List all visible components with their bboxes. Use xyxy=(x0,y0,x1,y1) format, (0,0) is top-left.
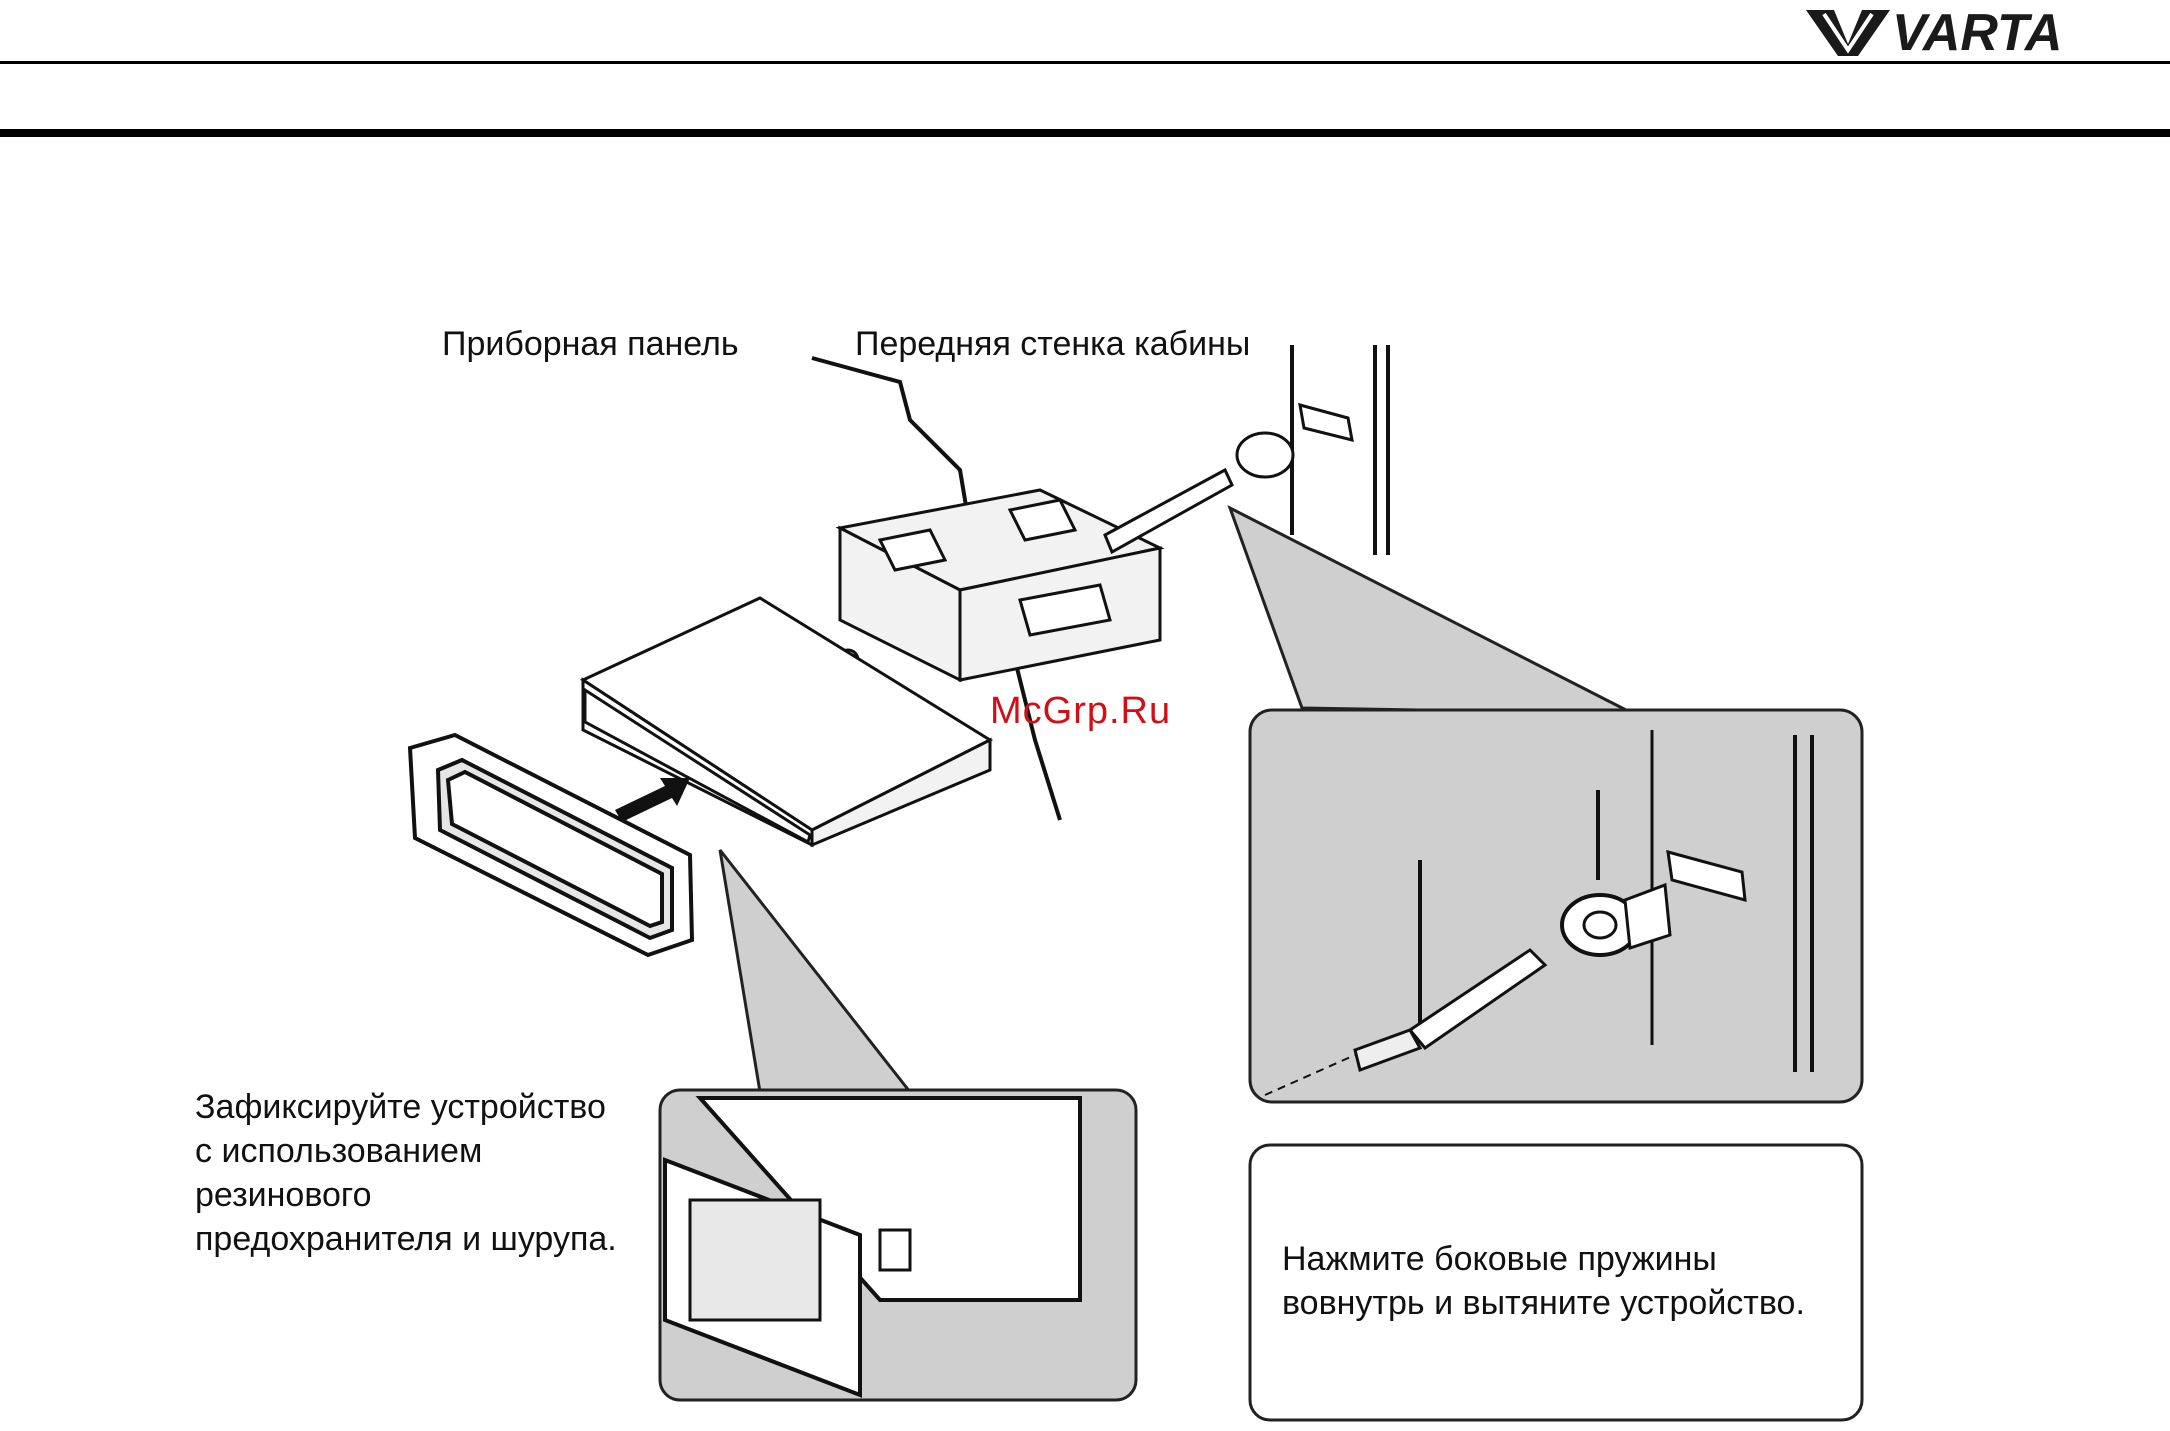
firewall-wall xyxy=(1292,345,1388,555)
removal-line: вовнутрь и вытяните устройство. xyxy=(1282,1281,1805,1325)
removal-instruction: Нажмите боковые пружины вовнутрь и вытян… xyxy=(1282,1237,1805,1325)
label-firewall: Передняя стенка кабины xyxy=(855,322,1250,366)
fixing-callout xyxy=(660,850,1136,1400)
removal-line: Нажмите боковые пружины xyxy=(1282,1237,1805,1281)
mounting-sleeve xyxy=(840,490,1160,680)
fixing-line: с использованием xyxy=(195,1129,617,1173)
trim-ring xyxy=(410,735,692,955)
fixing-line: Зафиксируйте устройство xyxy=(195,1085,617,1129)
insert-arrow xyxy=(615,778,690,822)
watermark: McGrp.Ru xyxy=(990,690,1171,733)
screw-callout xyxy=(1230,508,1862,1102)
fixing-line: предохранителя и шурупа. xyxy=(195,1217,617,1261)
label-fixing-instruction: Зафиксируйте устройство с использованием… xyxy=(195,1085,617,1261)
label-dashboard: Приборная панель xyxy=(442,322,739,366)
fixing-line: резинового xyxy=(195,1173,617,1217)
